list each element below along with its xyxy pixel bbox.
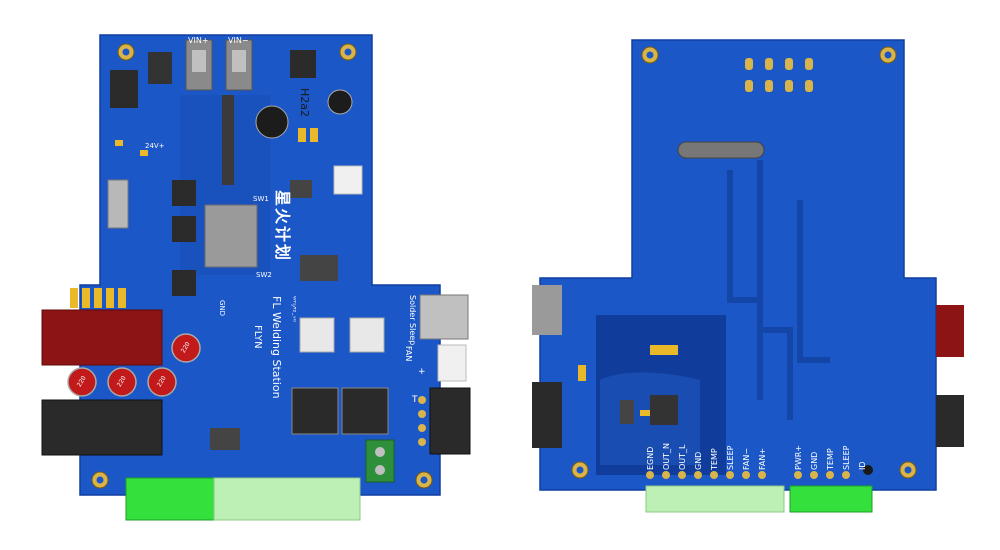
solder-sleep-label: Solder Sleep (408, 295, 417, 346)
fan-sign-label: + (418, 367, 426, 377)
fl-welding-label: FL Welding Station (270, 296, 283, 399)
pin-label-gnd-1: GND (694, 451, 703, 470)
vin-plus-label: VIN+ (188, 36, 209, 45)
back-board-view: EGND OUT_N OUT_L GND TEMP SLEEP FAN− FAN… (500, 0, 1000, 550)
sw1-label: SW1 (253, 195, 269, 203)
pin-label-fan-plus: FAN+ (758, 447, 767, 470)
gnd-label: GND (218, 300, 226, 317)
h2a2-label: H2a2 (298, 88, 311, 118)
t-label: T (412, 395, 418, 405)
pin-label-out-l: OUT_L (678, 444, 687, 471)
pin-label-fan-minus: FAN− (742, 447, 751, 470)
pin-label-egnd: EGND (646, 446, 655, 470)
pin-label-id: ID (858, 461, 867, 470)
front-board-graphic (41, 34, 471, 521)
back-board-graphic (532, 39, 964, 513)
front-board-view: VIN+ VIN− 24V+ SW1 SW2 星火计划 H2a2 FL Weld… (41, 34, 471, 521)
pin-label-out-n: OUT_N (662, 442, 671, 470)
logo-text: 星火计划 (273, 190, 292, 263)
pin-label-pwr-plus: PWR+ (794, 445, 803, 470)
v24-label: 24V+ (145, 142, 165, 150)
sw2-label: SW2 (256, 271, 272, 279)
version-label: ᵂᵀˢ⁄ᵀ²₋ᵛ⁰ (289, 296, 297, 322)
pin-label-sleep-1: SLEEP (726, 445, 735, 470)
fan-label: FAN (404, 346, 413, 362)
vin-minus-label: VIN− (228, 36, 249, 45)
flyn-label: FLYN (252, 325, 263, 349)
pin-label-gnd-2: GND (810, 451, 819, 470)
pin-label-sleep-2: SLEEP (842, 445, 851, 470)
pin-label-temp-1: TEMP (710, 448, 719, 470)
pin-label-temp-2: TEMP (826, 448, 835, 470)
